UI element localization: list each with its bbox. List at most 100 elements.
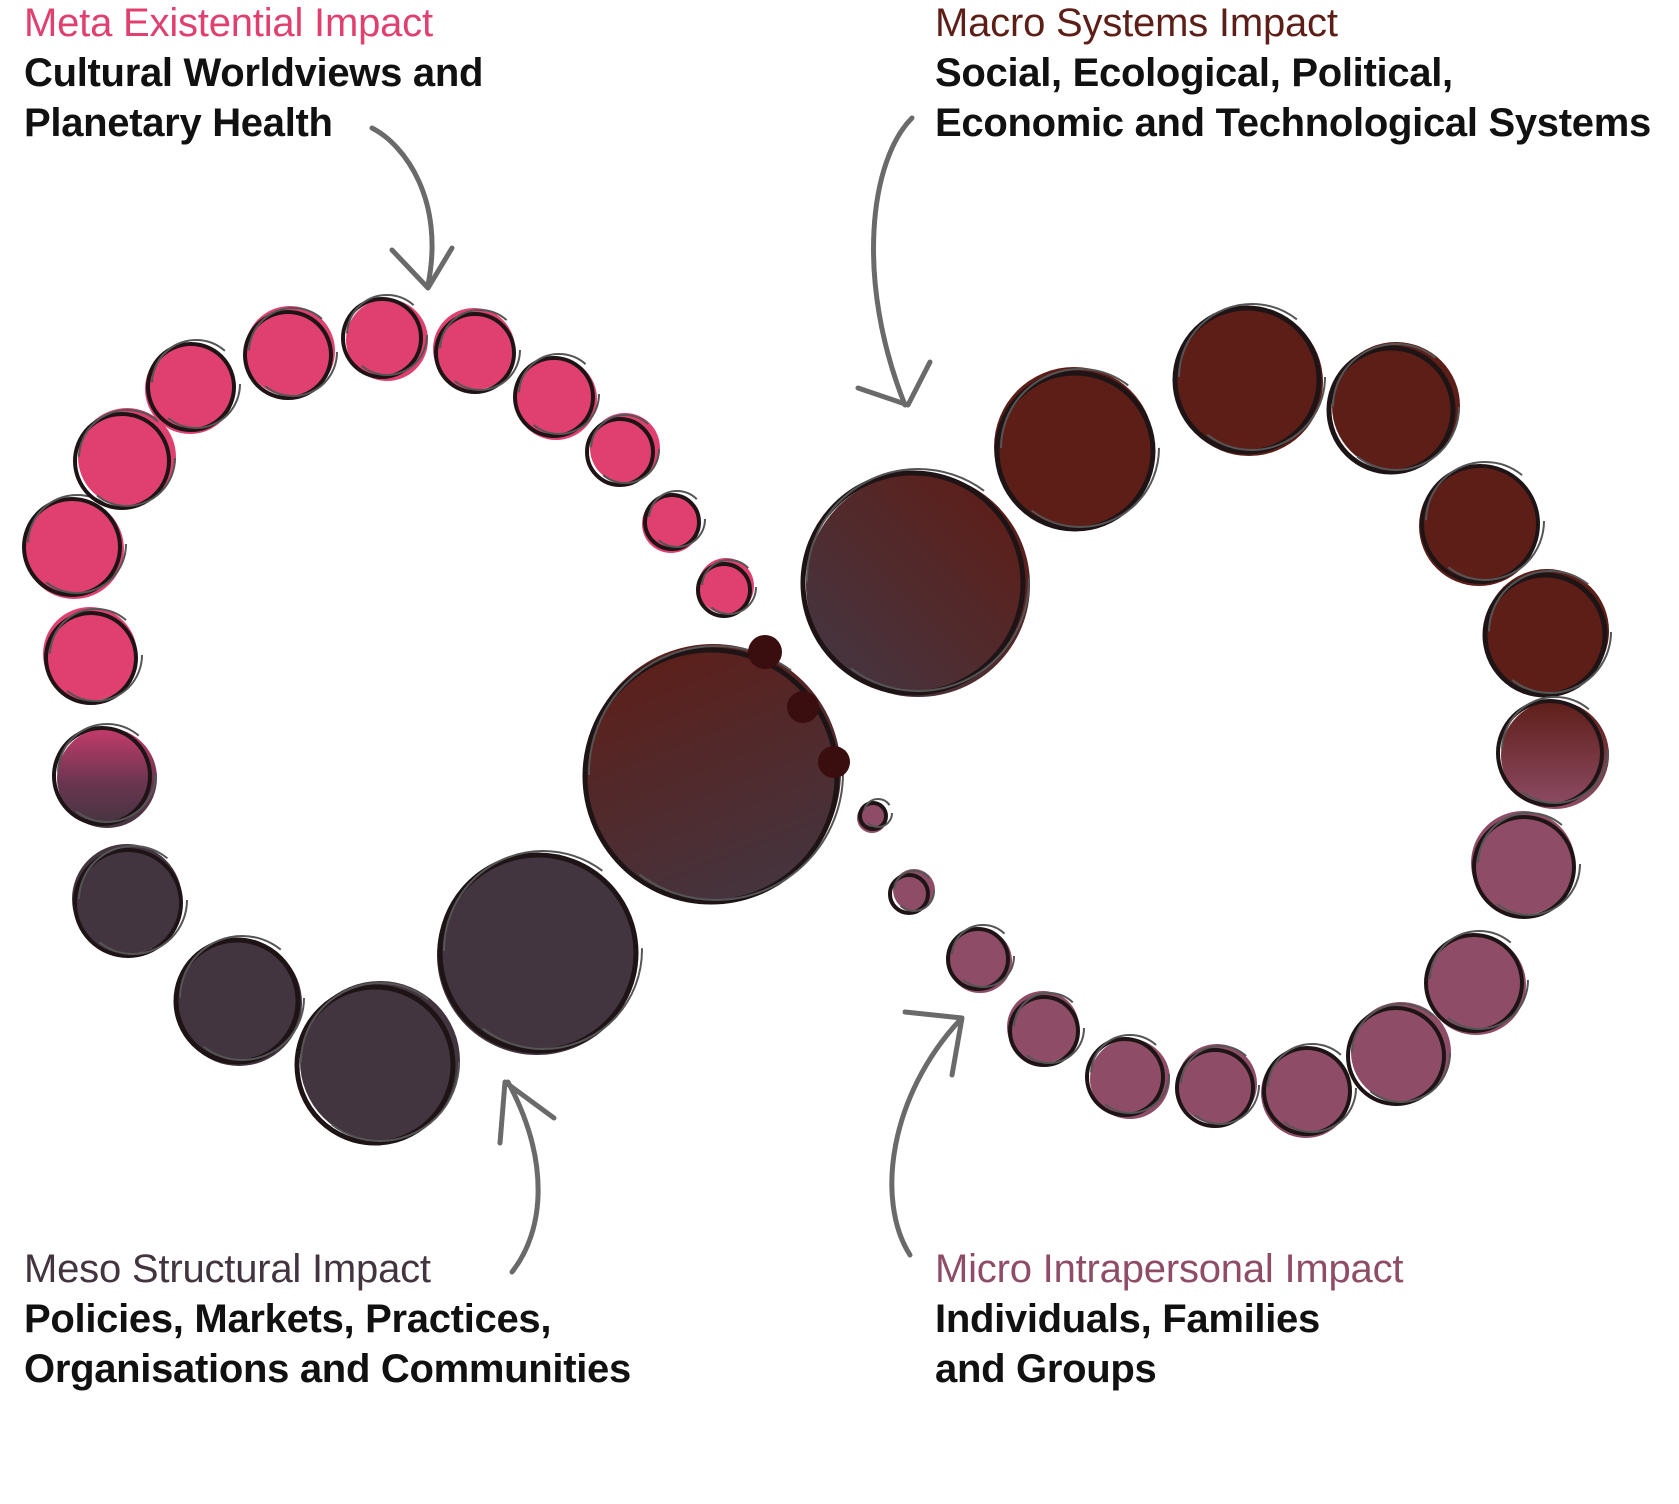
micro-circle [1424, 930, 1529, 1035]
micro-circle-outline [1472, 815, 1576, 919]
macro-circle-outline [1420, 464, 1540, 584]
meso-circle-outline [294, 984, 456, 1146]
macro-arrow [855, 115, 933, 408]
micro-circle [888, 869, 935, 915]
micro-arrow-shaft [889, 1017, 963, 1258]
micro-circle-sketch-stroke [1501, 696, 1609, 804]
micro-circle-sketch-stroke [1429, 930, 1529, 1030]
micro-circle [1175, 1044, 1260, 1128]
micro-circle-outline [1424, 933, 1524, 1033]
meso-circle [294, 981, 460, 1146]
macro-circle-sketch-stroke [1332, 343, 1460, 471]
meta-circle-sketch-stroke [27, 494, 127, 594]
macro-circle-sketch-stroke [1488, 570, 1612, 694]
meta-circle-outline [146, 342, 236, 432]
meta-existential-label: Meta Existential Impact Cultural Worldvi… [24, 0, 483, 148]
micro-circle [1261, 1043, 1357, 1138]
meso-description-line-1: Policies, Markets, Practices, [24, 1297, 552, 1341]
micro-circle [1007, 991, 1085, 1067]
meta-circle-outline [22, 497, 122, 597]
meso-circle [52, 723, 157, 828]
micro-circle-sketch-stroke [1351, 1003, 1451, 1103]
macro-circle-outline [994, 370, 1156, 532]
meta-circle [433, 308, 521, 394]
micro-circle-fill [1351, 1002, 1451, 1102]
meta-description-line-2: Planetary Health [24, 101, 333, 145]
macro-circle-outline [1482, 572, 1608, 698]
meso-circle-outline [73, 848, 183, 958]
micro-circle-fill [1426, 935, 1526, 1035]
meta-description-line-1: Cultural Worldviews and [24, 51, 484, 95]
meso-circle-sketch-stroke [443, 850, 643, 1050]
meso-circle-fill [437, 855, 637, 1055]
macro-circle-outline [800, 470, 1026, 696]
meta-circle [73, 408, 176, 510]
circle-ring-layer [22, 294, 1612, 1146]
meso-heading: Meso Structural Impact [24, 1247, 431, 1291]
micro-arrow [889, 1009, 965, 1258]
meso-circle-outline [52, 726, 152, 826]
meta-circle-sketch-stroke [78, 409, 176, 507]
micro-circle-fill [1261, 1048, 1351, 1138]
micro-circle-outline [1085, 1037, 1165, 1117]
macro-circle-sketch-stroke [1000, 368, 1160, 528]
meta-circle [145, 339, 241, 434]
arrow-layer [369, 115, 965, 1275]
meta-circle [243, 306, 338, 400]
macro-circle [1419, 461, 1545, 586]
micro-circle-sketch-stroke [951, 924, 1015, 988]
macro-systems-label: Macro Systems Impact Social, Ecological,… [935, 0, 1651, 148]
micro-circle-fill [1501, 701, 1609, 809]
meso-circle-sketch-stroke [78, 845, 188, 955]
micro-circle-outline [1175, 1048, 1255, 1128]
meso-structural-label: Meso Structural Impact Policies, Markets… [24, 1244, 631, 1394]
meta-circle [585, 413, 660, 487]
micro-circle-sketch-stroke [1090, 1034, 1170, 1114]
meta-circle [22, 494, 127, 599]
meso-circle-sketch-stroke [300, 982, 460, 1142]
meta-circle-sketch-stroke [518, 353, 600, 435]
macro-circle [1172, 303, 1326, 456]
micro-circle-sketch-stroke [1013, 992, 1085, 1064]
micro-circle [1346, 1002, 1451, 1106]
meta-circle [341, 294, 428, 381]
meso-circle [72, 844, 188, 958]
micro-circle-outline [1262, 1046, 1352, 1136]
macro-circle-fill [1485, 569, 1609, 693]
micro-circle-fill [1177, 1044, 1257, 1124]
meta-arrow-head [389, 245, 455, 291]
macro-circle [1326, 342, 1460, 475]
micro-circle-sketch-stroke [1267, 1043, 1357, 1133]
meta-circle-fill [642, 495, 700, 553]
micro-circle-outline [1496, 699, 1604, 807]
macro-circle-outline [1172, 305, 1322, 455]
meta-circle-fill [245, 306, 335, 396]
macro-circle [994, 367, 1160, 532]
meta-circle-fill [43, 607, 137, 701]
meta-circle-sketch-stroke [439, 309, 521, 391]
macro-circle [1482, 569, 1612, 698]
macro-circle-fill [806, 473, 1030, 697]
micro-description-line-2: and Groups [935, 1347, 1157, 1391]
micro-circle [1085, 1034, 1170, 1119]
meta-circle-fill [78, 408, 176, 506]
meta-circle-fill [24, 499, 124, 599]
macro-circle-sketch-stroke [1178, 303, 1326, 451]
meta-circle-sketch-stroke [648, 490, 706, 548]
meso-arrow-shaft [505, 1079, 541, 1275]
meso-arrow-head [497, 1079, 557, 1146]
micro-circle-fill [893, 869, 935, 911]
meso-circle [173, 935, 305, 1066]
micro-circle [946, 924, 1015, 993]
meso-circle-sketch-stroke [179, 935, 305, 1061]
micro-circle-fill [948, 929, 1012, 993]
center-circle-fill [585, 644, 841, 900]
meta-heading: Meta Existential Impact [24, 1, 433, 45]
macro-arrow-head [855, 359, 933, 408]
macro-circle [800, 468, 1030, 697]
micro-arrow-head [902, 1009, 965, 1078]
micro-circle [1496, 696, 1609, 809]
micro-circle [857, 798, 893, 833]
meso-circle [437, 850, 643, 1055]
micro-circle-outline [1008, 995, 1080, 1067]
